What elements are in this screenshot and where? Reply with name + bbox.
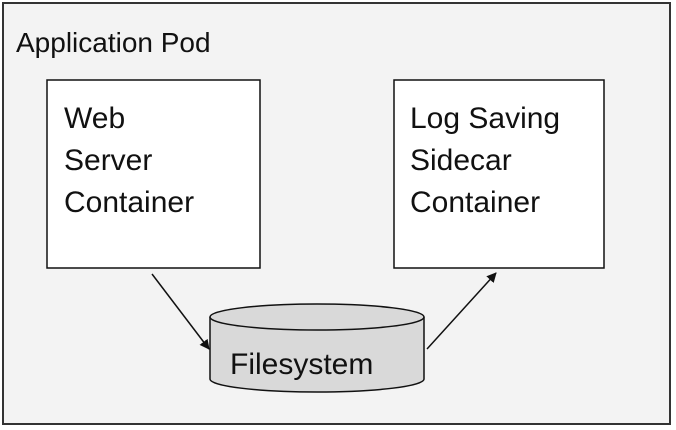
filesystem-label: Filesystem xyxy=(230,348,373,381)
sidecar-label-line-2: Sidecar xyxy=(410,144,512,177)
filesystem-cylinder: Filesystem xyxy=(209,303,425,393)
edge-filesystem-to-sidecar xyxy=(426,272,497,350)
filesystem-top xyxy=(209,303,425,331)
web-server-container: Web Server Container xyxy=(46,79,261,269)
filesystem-body xyxy=(209,317,425,393)
sidecar-label-line-1: Log Saving xyxy=(410,102,560,135)
sidecar-box xyxy=(393,79,605,269)
web-server-label-line-2: Server xyxy=(64,144,152,177)
edge-web-server-to-filesystem xyxy=(151,273,210,350)
application-pod-label: Application Pod xyxy=(16,27,211,58)
web-server-label-line-1: Web xyxy=(64,102,125,135)
web-server-label-line-3: Container xyxy=(64,186,194,219)
sidecar-container: Log Saving Sidecar Container xyxy=(393,79,605,269)
web-server-box xyxy=(46,79,261,269)
sidecar-label-line-3: Container xyxy=(410,186,540,219)
